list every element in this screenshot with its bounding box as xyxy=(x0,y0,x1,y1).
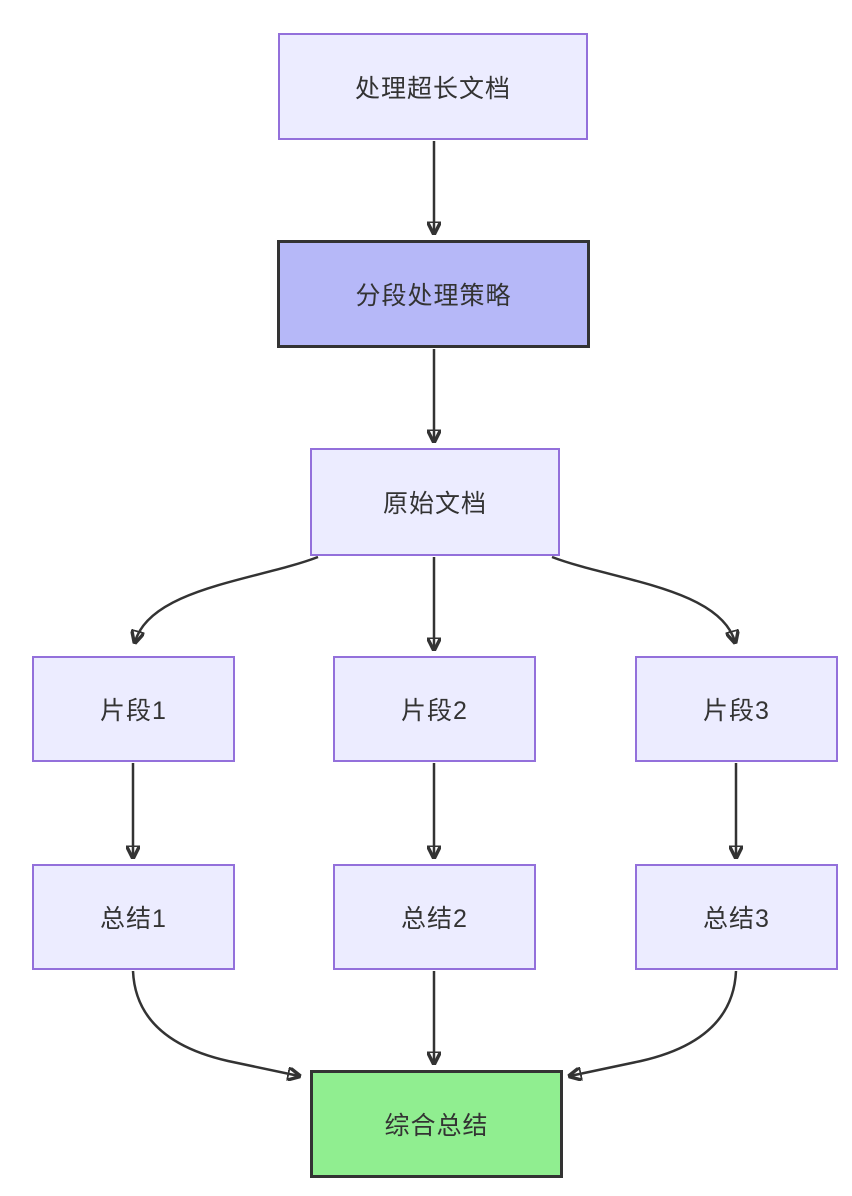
node-summary-3: 总结3 xyxy=(635,864,838,970)
node-label: 原始文档 xyxy=(382,490,487,518)
node-segmented-processing-strategy: 分段处理策略 xyxy=(277,240,590,348)
edge-original-document-to-fragment-3 xyxy=(551,555,735,642)
edge-summary-3-to-combined-summary xyxy=(570,970,738,1076)
node-label: 片段2 xyxy=(401,697,468,725)
node-label: 片段3 xyxy=(703,697,770,725)
node-fragment-1: 片段1 xyxy=(32,656,235,762)
node-label: 总结1 xyxy=(100,905,167,933)
node-label: 处理超长文档 xyxy=(354,74,511,103)
node-summary-2: 总结2 xyxy=(333,864,536,970)
node-label: 总结3 xyxy=(703,905,770,933)
node-label: 总结2 xyxy=(401,905,468,933)
node-label: 综合总结 xyxy=(384,1112,489,1140)
node-original-document: 原始文档 xyxy=(310,448,560,556)
node-handle-long-document: 处理超长文档 xyxy=(278,33,588,140)
node-combined-summary: 综合总结 xyxy=(310,1070,563,1178)
edge-original-document-to-fragment-1 xyxy=(135,555,319,642)
node-label: 片段1 xyxy=(100,697,167,725)
node-fragment-2: 片段2 xyxy=(333,656,536,762)
node-summary-1: 总结1 xyxy=(32,864,235,970)
node-label: 分段处理策略 xyxy=(355,282,512,310)
edge-summary-1-to-combined-summary xyxy=(131,970,299,1076)
node-fragment-3: 片段3 xyxy=(635,656,838,762)
